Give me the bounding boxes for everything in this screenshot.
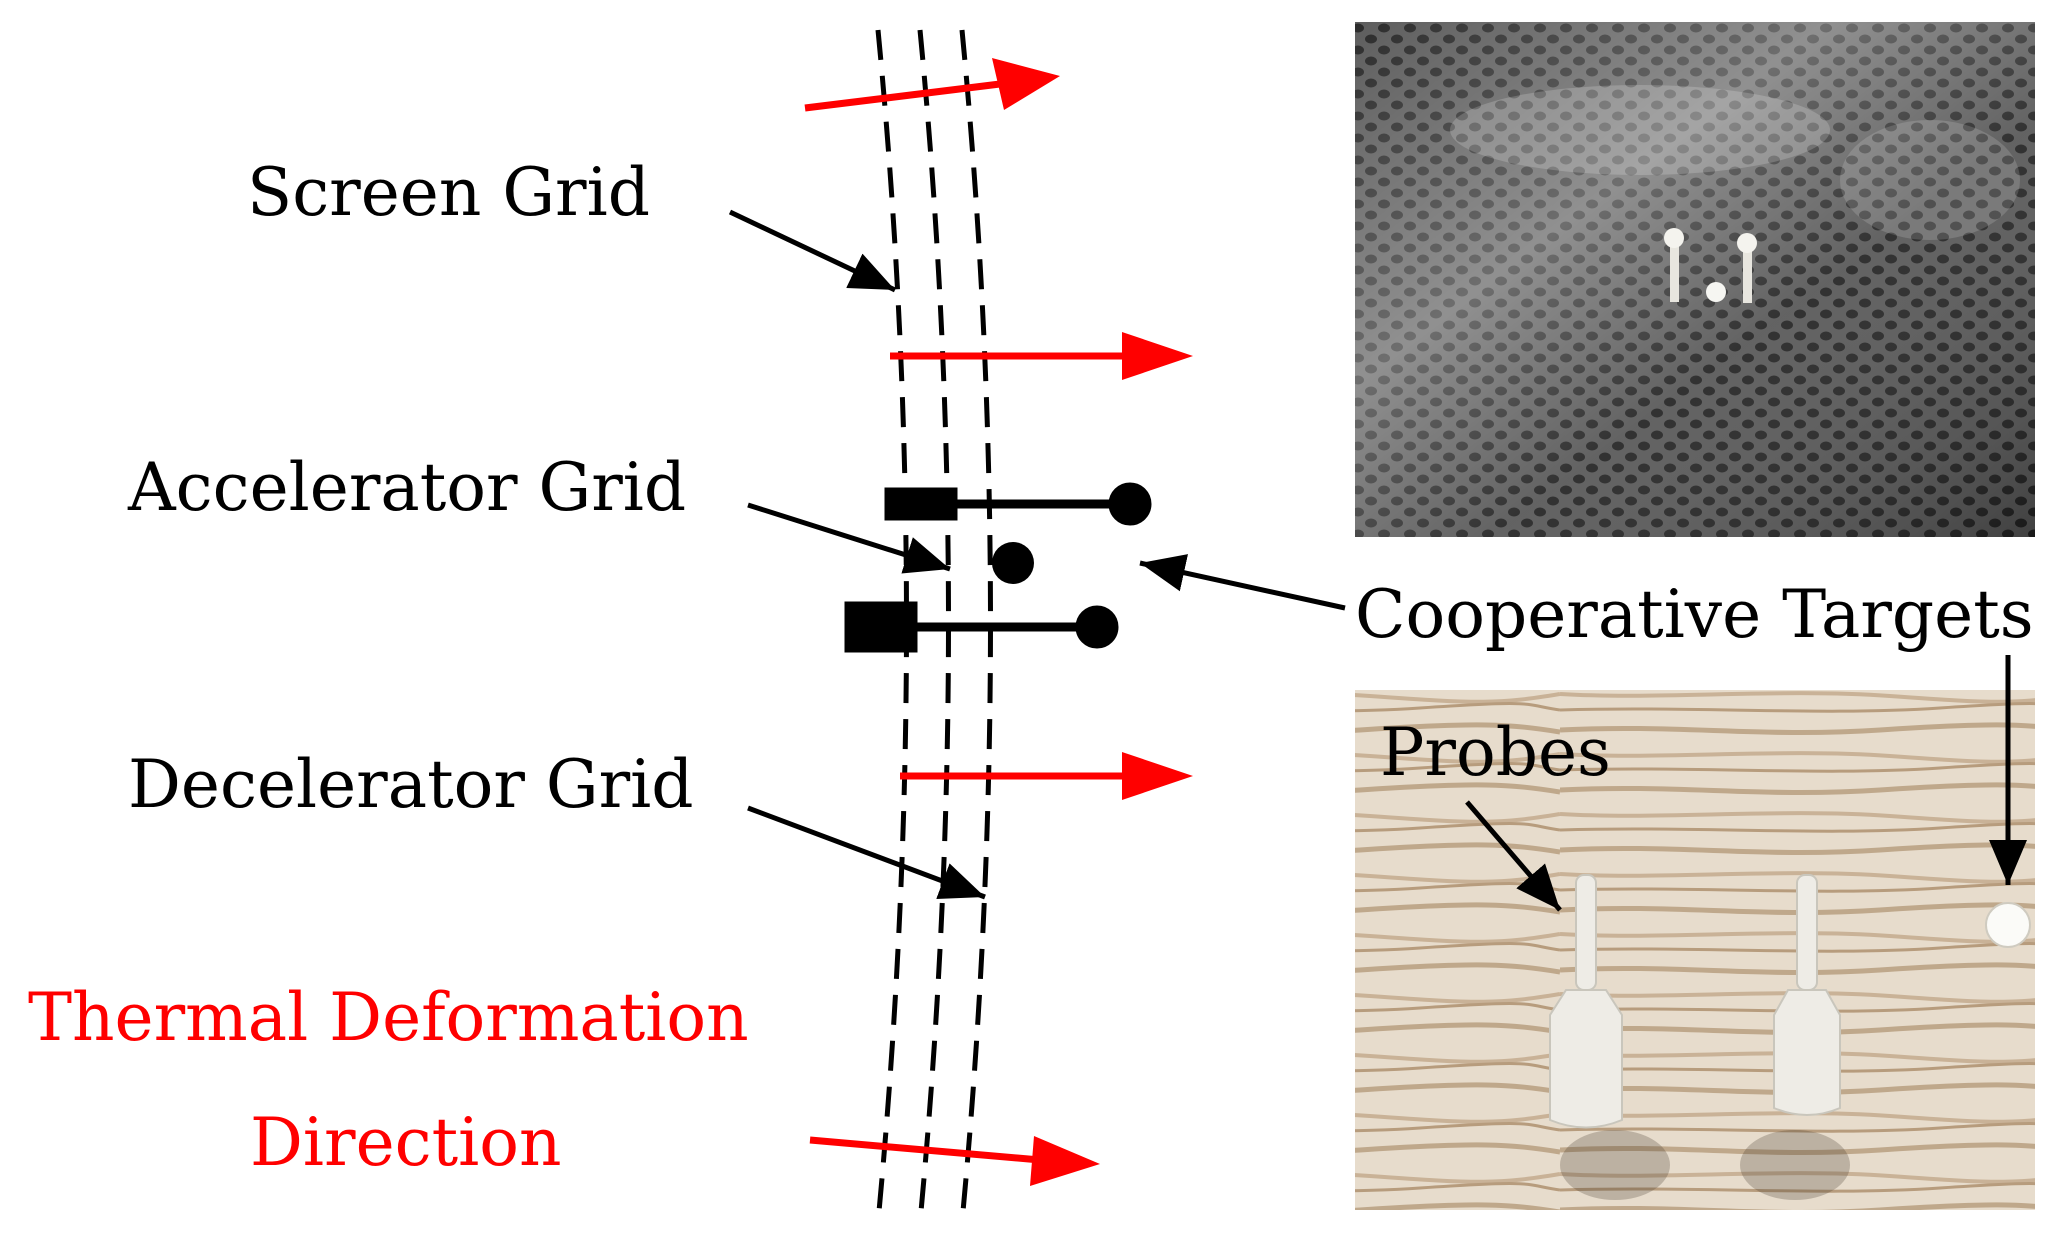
photo-probe-a <box>1549 874 1623 1129</box>
screen-grid-pointer <box>728 209 897 293</box>
thermal-direction-label: Direction <box>250 1104 561 1181</box>
grid-photo <box>1355 22 2035 537</box>
thermal-arrow-3 <box>900 752 1193 800</box>
thermal-arrow-4 <box>809 1136 1100 1186</box>
photo-target-ball <box>1706 282 1726 302</box>
accelerator-grid-label: Accelerator Grid <box>127 449 686 526</box>
photo-probe-left <box>1664 228 1684 302</box>
grid-lines <box>875 29 993 1223</box>
decelerator-grid-pointer <box>747 805 986 900</box>
accelerator-grid-line <box>917 29 951 1223</box>
decelerator-grid-label: Decelerator Grid <box>128 746 693 823</box>
probe-upper <box>884 482 1152 526</box>
thermal-deformation-label: Thermal Deformation <box>28 979 749 1056</box>
thermal-arrows <box>804 58 1193 1186</box>
photo-target-ball-large <box>1985 902 2031 948</box>
cooperative-targets-label: Cooperative Targets <box>1355 576 2034 653</box>
probes-pointer <box>1465 800 1562 912</box>
screen-grid-line <box>875 29 909 1223</box>
photo-probe-b <box>1773 874 1841 1116</box>
probes-photo: Probes <box>1355 655 2035 1210</box>
accelerator-grid-pointer <box>747 502 951 574</box>
screen-grid-label: Screen Grid <box>247 154 650 231</box>
thermal-arrow-2 <box>890 332 1193 380</box>
photo-probe-right <box>1737 233 1757 303</box>
cooperative-targets-pointer <box>1139 554 1346 611</box>
probe-lower <box>844 601 1119 653</box>
annotation-arrows <box>728 209 1346 900</box>
decelerator-grid-line <box>959 29 993 1223</box>
thermal-arrow-1 <box>804 58 1060 112</box>
probes-label: Probes <box>1380 714 1611 791</box>
cooperative-target-marker <box>992 542 1034 584</box>
